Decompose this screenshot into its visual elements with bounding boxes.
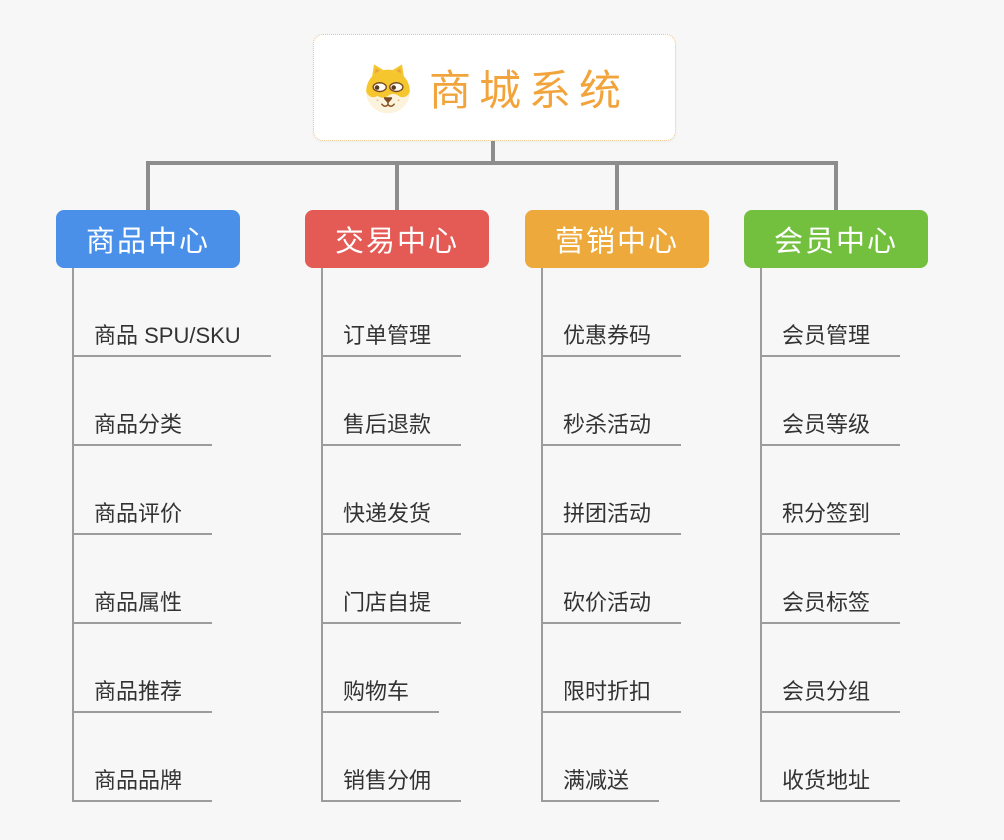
leaf-label: 会员标签 [782, 590, 871, 615]
leaf-label: 销售分佣 [343, 768, 432, 793]
leaf-node[interactable]: 商品分类 [72, 410, 213, 446]
leaf-node[interactable]: 门店自提 [321, 588, 462, 624]
branch-header-1[interactable]: 交易中心 [305, 210, 489, 268]
leaf-label: 拼团活动 [563, 501, 652, 526]
leaf-label: 快递发货 [343, 501, 432, 526]
connector-line [395, 161, 399, 210]
leaf-label: 限时折扣 [563, 679, 652, 704]
leaf-node[interactable]: 商品推荐 [72, 677, 213, 713]
leaf-node[interactable]: 优惠券码 [541, 321, 682, 357]
connector-line [146, 161, 838, 165]
leaf-node[interactable]: 会员管理 [760, 321, 901, 357]
leaf-label: 商品品牌 [94, 768, 183, 793]
branch-header-0[interactable]: 商品中心 [56, 210, 240, 268]
leaf-node[interactable]: 满减送 [541, 766, 660, 802]
leaf-label: 会员分组 [782, 679, 871, 704]
connector-line [615, 161, 619, 210]
leaf-label: 收货地址 [782, 768, 871, 793]
connector-line [834, 161, 838, 210]
connector-line [146, 161, 150, 210]
leaf-label: 商品推荐 [94, 679, 183, 704]
branch-header-3[interactable]: 会员中心 [744, 210, 928, 268]
leaf-node[interactable]: 砍价活动 [541, 588, 682, 624]
root-title: 商城系统 [428, 67, 629, 114]
branch-header-2[interactable]: 营销中心 [525, 210, 709, 268]
leaf-node[interactable]: 秒杀活动 [541, 410, 682, 446]
leaf-label: 售后退款 [343, 412, 432, 437]
leaf-label: 订单管理 [343, 323, 432, 348]
connector-line [491, 141, 495, 165]
leaf-label: 购物车 [343, 679, 410, 704]
branch-label: 商品中心 [85, 226, 210, 258]
connector-line [72, 268, 74, 802]
leaf-label: 积分签到 [782, 501, 871, 526]
leaf-label: 商品评价 [94, 501, 183, 526]
dog-face-icon [366, 63, 410, 113]
leaf-node[interactable]: 商品属性 [72, 588, 213, 624]
leaf-label: 商品分类 [94, 412, 183, 437]
leaf-node[interactable]: 商品评价 [72, 499, 213, 535]
leaf-label: 会员等级 [782, 412, 871, 437]
leaf-node[interactable]: 收货地址 [760, 766, 901, 802]
leaf-label: 优惠券码 [563, 323, 652, 348]
connector-line [321, 268, 323, 802]
leaf-node[interactable]: 会员标签 [760, 588, 901, 624]
connector-line [760, 268, 762, 802]
leaf-node[interactable]: 限时折扣 [541, 677, 682, 713]
branch-label: 营销中心 [554, 226, 679, 258]
leaf-node[interactable]: 购物车 [321, 677, 440, 713]
leaf-node[interactable]: 会员等级 [760, 410, 901, 446]
leaf-node[interactable]: 售后退款 [321, 410, 462, 446]
leaf-label: 会员管理 [782, 323, 871, 348]
root-node[interactable]: 商城系统 [313, 34, 676, 141]
leaf-label: 砍价活动 [563, 590, 652, 615]
leaf-label: 商品属性 [94, 590, 183, 615]
leaf-node[interactable]: 销售分佣 [321, 766, 462, 802]
connector-line [541, 268, 543, 802]
leaf-label: 商品 SPU/SKU [94, 323, 241, 348]
branch-label: 交易中心 [334, 226, 459, 258]
leaf-node[interactable]: 积分签到 [760, 499, 901, 535]
leaf-node[interactable]: 拼团活动 [541, 499, 682, 535]
leaf-node[interactable]: 商品 SPU/SKU [72, 321, 271, 357]
leaf-label: 门店自提 [343, 590, 432, 615]
leaf-node[interactable]: 会员分组 [760, 677, 901, 713]
leaf-node[interactable]: 订单管理 [321, 321, 462, 357]
leaf-node[interactable]: 商品品牌 [72, 766, 213, 802]
leaf-label: 满减送 [563, 768, 630, 793]
leaf-label: 秒杀活动 [563, 412, 652, 437]
leaf-node[interactable]: 快递发货 [321, 499, 462, 535]
branch-label: 会员中心 [773, 226, 898, 258]
